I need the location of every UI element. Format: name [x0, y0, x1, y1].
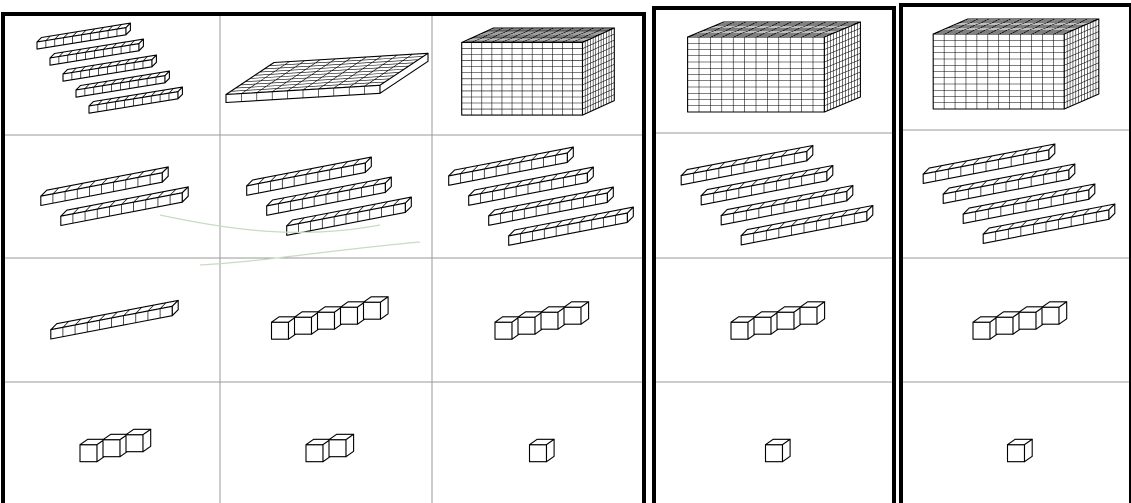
- block-cell-rod: [51, 300, 178, 339]
- block-cell-unit: [495, 302, 589, 339]
- block-cell-unit: [80, 429, 151, 461]
- block-cell-flat: [226, 53, 428, 102]
- block-cell-flat: [37, 23, 182, 113]
- block-cell-unit: [1008, 439, 1033, 461]
- block-cell-unit: [766, 439, 791, 461]
- block-cell-cube: [688, 22, 861, 112]
- block-cell-unit: [530, 439, 555, 461]
- block-cell-unit: [731, 302, 825, 339]
- block-cell-rod: [449, 147, 634, 245]
- panel-1: [3, 14, 644, 503]
- block-cell-unit: [272, 297, 389, 339]
- panel-2: [654, 8, 894, 503]
- block-cell-rod: [247, 157, 412, 235]
- block-cell-rod: [923, 144, 1115, 243]
- block-cell-rod: [681, 146, 873, 245]
- block-cell-cube: [462, 28, 615, 115]
- block-cell-cube: [933, 19, 1099, 109]
- block-cell-unit: [306, 434, 354, 461]
- panel-3: [901, 5, 1131, 503]
- block-cell-unit: [973, 302, 1067, 339]
